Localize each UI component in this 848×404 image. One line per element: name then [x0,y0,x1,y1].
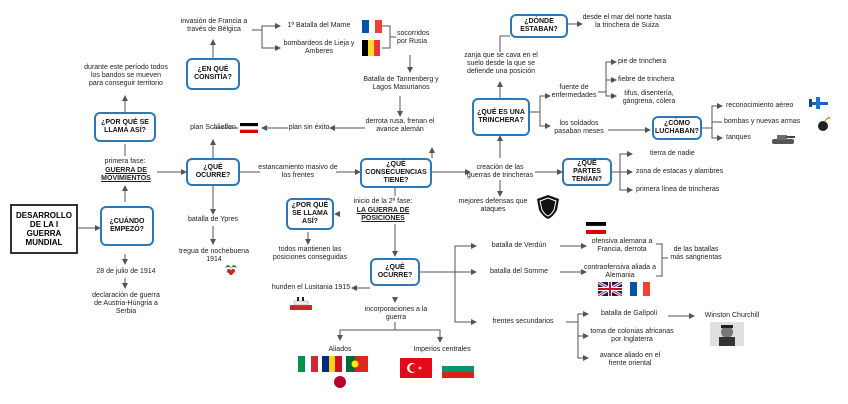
text-incorporaciones: incorporaciones a la guerra [364,306,428,321]
tank-icon [772,135,795,144]
text-colonias: toma de colonias africanas por Inglaterr… [590,328,674,343]
text-invasion: invasión de Francia a través de Bélgica [180,18,248,33]
text-pie: pie de trinchera [618,58,667,65]
text-todos-mantienen: todos mantienen las posiciones conseguid… [272,246,348,261]
france-flag [630,282,650,296]
text-batalla-marne: 1ª Batalla del Marne [287,22,351,29]
text-verdun: batalla de Verdún [491,242,547,249]
airplane-icon [809,97,828,109]
text-socorridos: socorridos por Rusia [397,30,430,45]
france-flag [362,20,382,33]
text-lusitania: hunden el Lusitania 1915 [271,284,351,291]
text-tannenberg: Batalla de Tannenberg y Lagos Masurianos [363,76,439,91]
churchill-portrait [710,322,744,346]
holly-icon [225,265,237,275]
box-por-que-llama-1[interactable]: ¿POR QUÉ SE LLAMA ASÍ? [94,112,156,142]
box-cuando-empezo[interactable]: ¿CUÁNDO EMPEZÓ? [100,206,154,246]
text-ofensiva: ofensiva alemana a Francia, derrota [591,238,653,253]
text-galipoli: batalla de Galípoli [600,310,658,317]
text-guerra-movimientos: GUERRA DE MOVIMIENTOS [101,167,151,182]
text-bombas: bombas y nuevas armas [724,118,801,125]
germany-empire-flag [240,123,258,133]
box-que-ocurre-1[interactable]: ¿QUÉ OCURRE? [186,158,240,186]
text-estancamiento: estancamiento masivo de los frentes [258,164,338,179]
text-fuente: fuente de enfermedades [551,84,597,99]
italy-flag [298,356,318,372]
text-secundarios: frentes secundarios [492,318,554,325]
box-que-es-trinchera[interactable]: ¿QUÉ ES UNA TRINCHERA? [472,98,530,136]
black-shield-icon [537,195,559,219]
text-tanques: tanques [726,134,751,141]
ottoman-flag [400,358,432,378]
text-tifus: tifus, disentería, gángrena, cólera [622,90,676,105]
text-batalla-ypres: batalla de Ypres [188,216,238,223]
lusitania-ship-icon [290,297,312,310]
germany-empire-flag [586,222,606,234]
text-mejores-defensas: mejores defensas que ataques [458,198,528,213]
text-aliados: Aliados [328,346,352,353]
bulgaria-flag [442,360,474,378]
text-sangrientas: de las batallas más sangrientas [670,246,722,261]
text-primera-fase: primera fase: [104,158,146,165]
bomb-icon [818,116,830,131]
box-donde-estaban[interactable]: ¿DÓNDE ESTABAN? [510,14,568,38]
text-desde-mar: desde el mar del norte hasta la trincher… [582,14,672,29]
text-pasaban: los soldados pasaban meses [554,120,604,135]
root-topic: DESARROLLO DE LA I GUERRA MUNDIAL [10,204,78,254]
text-tierra-nadie: tierra de nadie [650,150,695,157]
uk-flag [598,282,622,296]
japan-flag [334,376,346,388]
text-bombardeos: bombardeos de Lieja y Amberes [283,40,355,55]
text-reconocimiento: reconocimiento aéreo [726,102,794,109]
box-que-ocurre-2[interactable]: ¿QUÉ OCURRE? [370,258,420,286]
box-en-que-consistia[interactable]: ¿EN QUÉ CONSITÍA? [186,58,240,90]
text-plan-sin-exito: plan sin éxito [288,124,330,131]
text-zanja: zanja que se cava en el suelo desde la q… [464,52,538,75]
box-como-luchaban[interactable]: ¿CÓMO LUCHABAN? [652,116,702,140]
text-derrota-rusa: derrota rusa, frenan el avance alemán [365,118,435,133]
text-inicio-fase: inicio de la 2ª fase: [353,198,413,205]
text-primera-linea: primera línea de trincheras [636,186,720,193]
text-somme: batalla del Somme [490,268,548,275]
box-por-que-llama-2[interactable]: ¿POR QUÉ SE LLAMA ASÍ? [286,198,334,230]
text-zona-estacas: zona de estacas y alambres [636,168,724,175]
text-fecha: 28 de julio de 1914 [96,268,156,275]
text-contraofensiva: contraofensiva aliada a Alemania [584,264,656,279]
romania-flag [322,356,342,372]
portugal-flag [346,356,368,372]
text-plan-schlieffen: plan Schlieffen [190,124,236,131]
text-creacion: creación de las guerras de trincheras [466,164,534,179]
text-imperios: Imperios centrales [413,346,471,353]
box-consecuencias[interactable]: ¿QUÉ CONSECUENCIAS TIENE? [360,158,432,188]
text-tregua: tregua de nochebuena 1914 [178,248,250,263]
text-durante: durante este período todos los bandos se… [84,64,168,87]
text-declaracion: declaración de guerra de Austria-Húngria… [92,292,160,315]
text-avance: avance aliado en el frente oriental [599,352,661,367]
text-fiebre: fiebre de trinchera [618,76,675,83]
text-guerra-posiciones: LA GUERRA DE POSICIONES [356,207,410,222]
belgium-flag [362,40,380,56]
text-churchill: Winston Churchill [704,312,760,319]
box-que-partes[interactable]: ¿QUÉ PARTES TENÍAN? [562,158,612,186]
